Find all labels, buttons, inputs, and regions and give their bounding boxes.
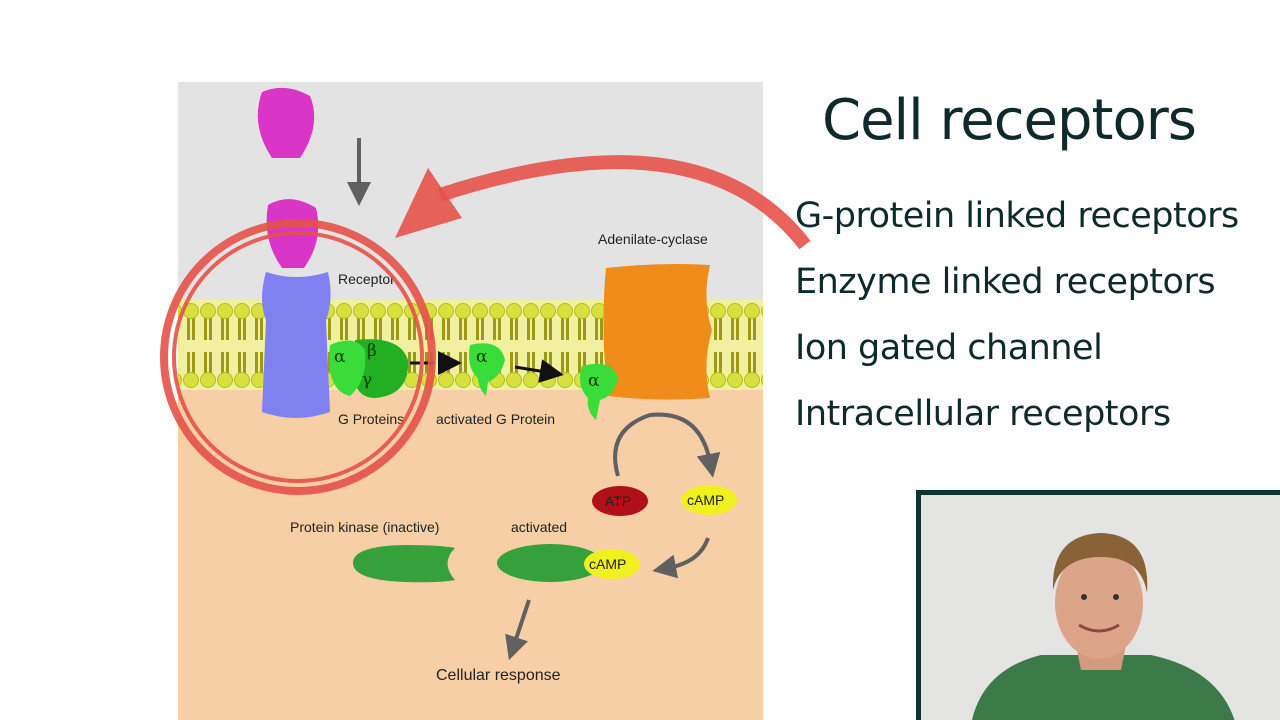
highlight-arrow	[395, 155, 811, 250]
svg-text:α: α	[476, 347, 488, 367]
receptor-protein	[262, 272, 331, 418]
ligand-free	[257, 87, 315, 158]
label-protein-kinase-inactive: Protein kinase (inactive)	[290, 519, 439, 535]
label-g-proteins: G Proteins	[338, 411, 404, 427]
label-bound-camp: cAMP	[589, 556, 626, 572]
receptor-type-g-protein: G-protein linked receptors	[795, 196, 1239, 236]
highlight-circle	[160, 219, 436, 495]
label-receptor: Receptor	[338, 271, 395, 287]
bound-camp	[584, 549, 640, 579]
atp-molecule	[592, 486, 648, 516]
receptor-type-ion-channel: Ion gated channel	[795, 328, 1103, 368]
response-arrow	[505, 599, 531, 661]
label-activated: activated	[511, 519, 567, 535]
presenter-video	[916, 490, 1280, 720]
label-adenilate-cyclase: Adenilate-cyclase	[598, 231, 708, 247]
presenter-figure	[972, 533, 1235, 720]
alpha-to-cyclase-arrow	[514, 359, 564, 383]
receptor-type-enzyme: Enzyme linked receptors	[795, 262, 1216, 302]
label-atp: ATP	[605, 493, 631, 509]
activated-alpha-subunit: α	[469, 343, 505, 396]
svg-text:α: α	[588, 371, 600, 391]
camp-molecule	[681, 485, 737, 515]
camp-binding-arrow	[652, 537, 710, 579]
slide-title: Cell receptors	[822, 88, 1197, 153]
atp-conversion-arrow	[613, 412, 721, 478]
receptor-type-intracellular: Intracellular receptors	[795, 394, 1171, 434]
svg-text:β: β	[367, 341, 377, 361]
svg-text:γ: γ	[362, 370, 372, 390]
label-cellular-response: Cellular response	[436, 667, 561, 684]
adenylate-cyclase	[603, 264, 712, 400]
label-activated-g-protein: activated G Protein	[436, 411, 555, 427]
svg-text:α: α	[334, 347, 346, 367]
label-camp: cAMP	[687, 492, 724, 508]
g-protein-complex: α β γ	[329, 339, 409, 398]
protein-kinase-inactive	[353, 545, 455, 583]
protein-kinase-active	[497, 544, 603, 582]
alpha-subunit-bound: α	[580, 363, 618, 420]
